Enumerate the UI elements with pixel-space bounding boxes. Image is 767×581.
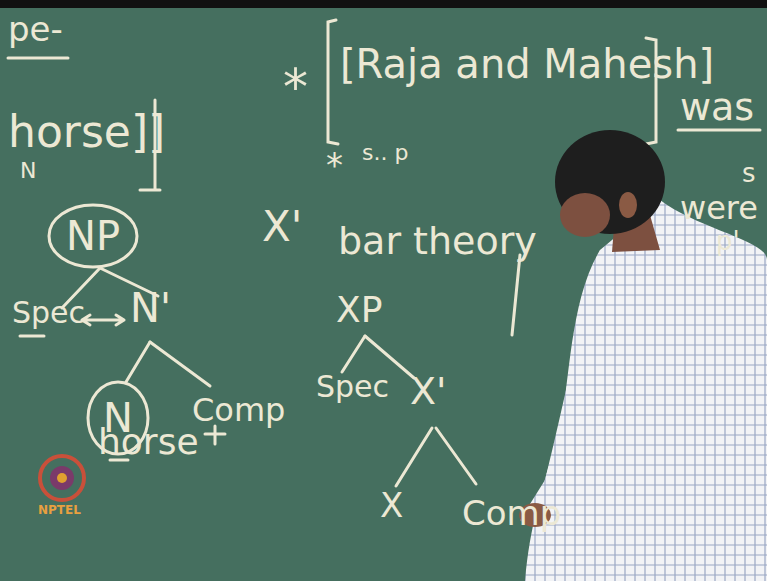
logo-text: NPTEL	[38, 504, 81, 516]
circled-node: N	[86, 380, 150, 456]
node-text: N	[86, 398, 150, 438]
chalk-label: horse]]	[8, 110, 165, 154]
chalk-label: N	[20, 160, 36, 182]
chalk-label: X	[380, 488, 403, 522]
chalk-label: Comp	[462, 496, 561, 530]
chalk-label: N'	[130, 288, 171, 328]
chalk-label: Comp	[192, 394, 285, 426]
chalk-label: bar theory	[338, 222, 537, 260]
chalk-label: Spec	[316, 372, 389, 402]
chalk-label: were	[680, 192, 758, 224]
chalk-label: pe-	[8, 12, 63, 46]
chalk-label: Spec	[12, 298, 85, 328]
chalk-label: X'	[262, 206, 302, 248]
circled-node: NP	[47, 203, 139, 269]
node-text: NP	[47, 216, 139, 256]
chalk-label: XP	[336, 292, 382, 328]
chalk-label: p'	[716, 228, 740, 254]
chalk-label: *	[283, 62, 308, 112]
chalk-label: X'	[410, 372, 446, 410]
chalk-label: [Raja and Mahesh]	[340, 44, 714, 84]
chalk-label: s	[742, 160, 756, 186]
chalk-label: s.. p	[362, 142, 408, 164]
chalk-label: was	[680, 88, 754, 126]
chalk-label: *	[326, 148, 343, 182]
